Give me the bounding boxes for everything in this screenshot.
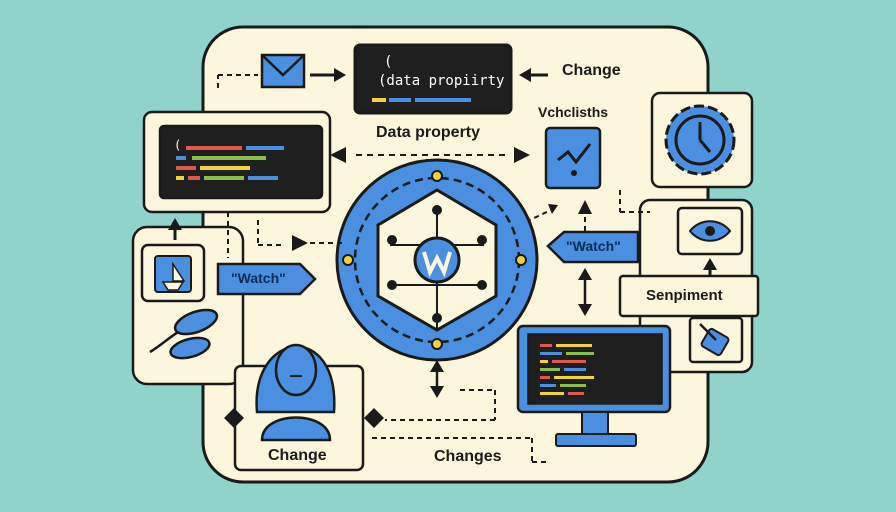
watch-arrow-left xyxy=(216,262,317,296)
vchclisths-label: Vchclisths xyxy=(538,104,609,120)
data-property-label: Data property xyxy=(376,124,481,141)
top-code-box xyxy=(353,43,513,115)
chart-check-icon xyxy=(544,126,602,190)
top-code-text: (data propiirty xyxy=(378,73,505,89)
wrench-tag-icon xyxy=(688,316,744,364)
person-avatar-icon xyxy=(255,343,336,442)
clock-gear-icon xyxy=(664,104,736,176)
boat-icon xyxy=(140,243,206,303)
hexagon-network-icon xyxy=(335,158,539,362)
change-bottom-label: Change xyxy=(268,447,327,464)
left-code-paren: ( xyxy=(174,138,182,152)
left-code-window xyxy=(158,124,324,200)
senpiment-label: Senpiment xyxy=(646,287,723,304)
leaf-icon xyxy=(149,308,219,360)
eye-icon xyxy=(676,206,744,256)
monitor-icon xyxy=(516,324,672,447)
senpiment-box xyxy=(618,274,760,318)
watch-left-label: "Watch" xyxy=(231,270,286,286)
watch-right-label: "Watch" xyxy=(566,238,621,254)
watch-arrow-right xyxy=(546,230,640,264)
change-top-label: Change xyxy=(562,62,621,79)
envelope-icon xyxy=(260,53,306,89)
top-code-paren: ( xyxy=(384,54,393,70)
changes-label: Changes xyxy=(434,448,502,465)
